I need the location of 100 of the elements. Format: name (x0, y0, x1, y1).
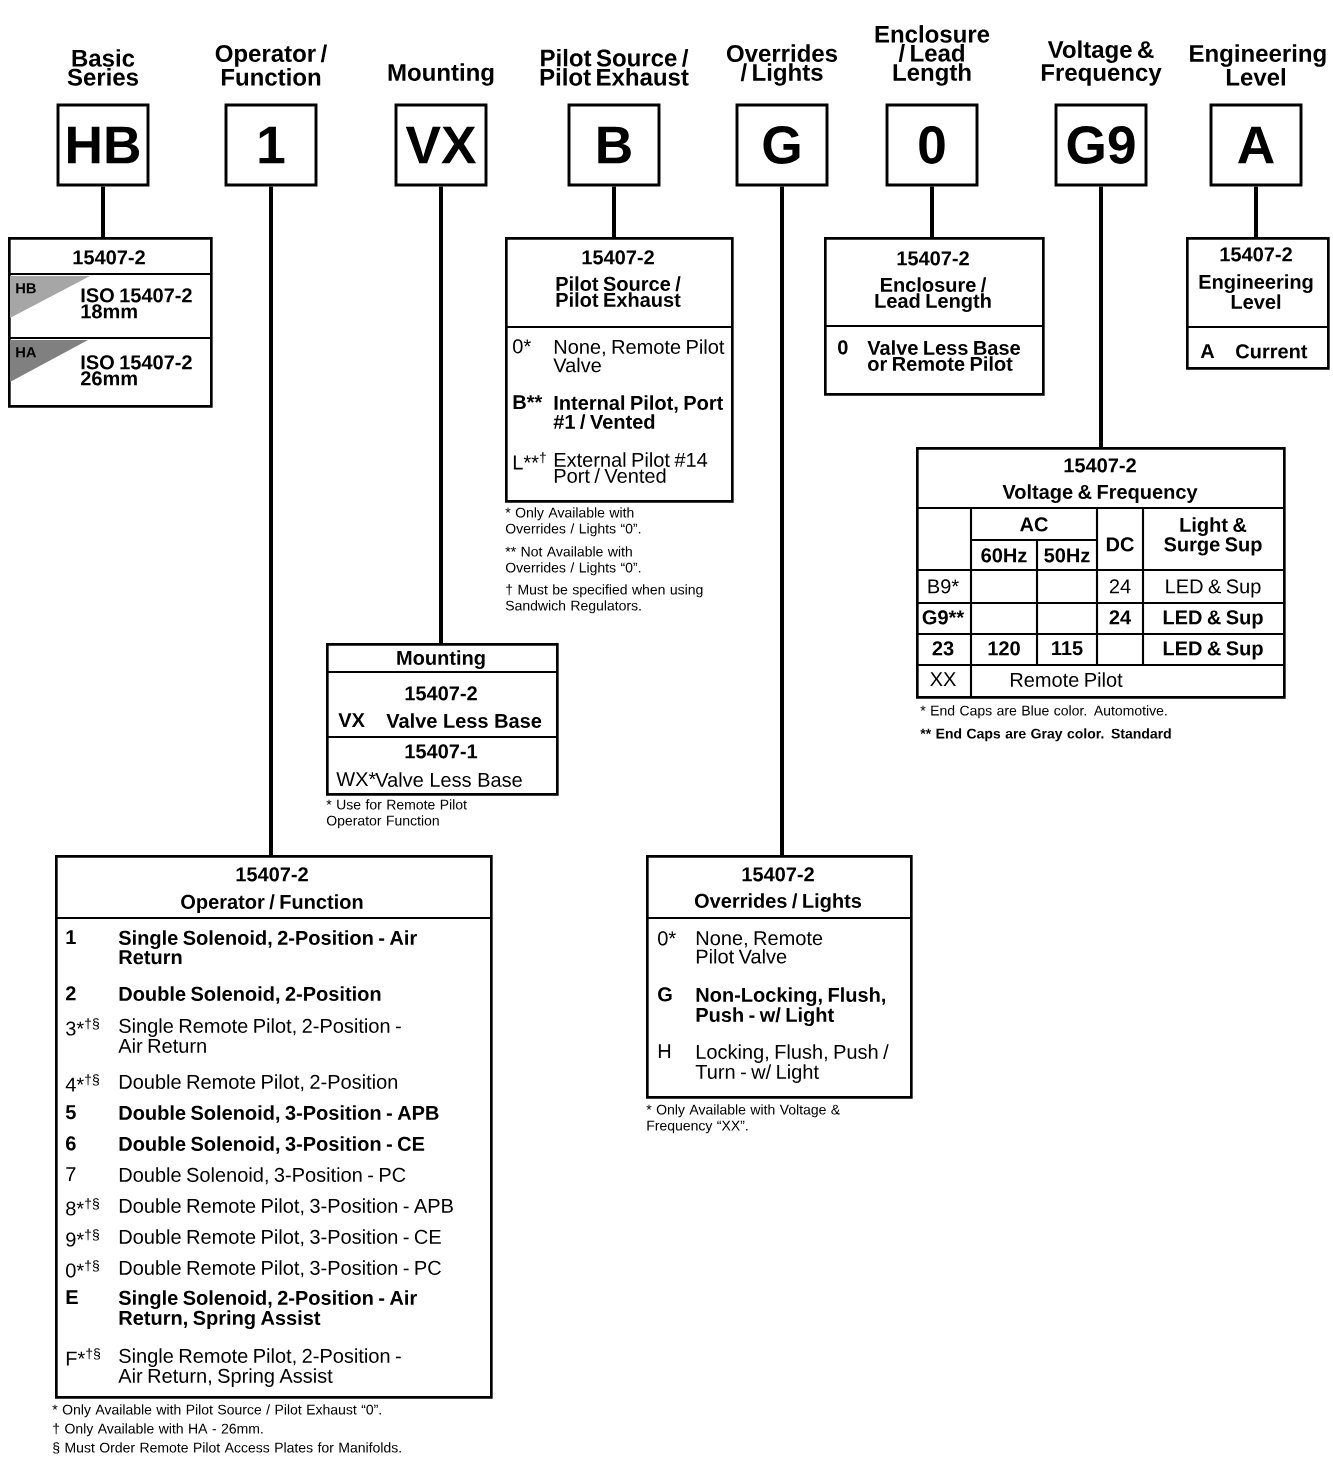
table-heading: Engineering Level (1199, 274, 1313, 309)
table-heading: 15407-2 (236, 867, 308, 882)
option-description: Double Solenoid, 3-Position - CE (119, 1136, 425, 1154)
option-description: Double Remote Pilot, 3-Position - CE (119, 1229, 441, 1247)
footnote: * Only Available with Pilot Source / Pilot Exhaust “0”. (52, 1404, 381, 1418)
table-cell: 60Hz (981, 548, 1027, 563)
option-code: L**$^{†}$ (513, 452, 546, 470)
table-heading: 15407-2 (897, 251, 969, 266)
table-heading: Enclosure / Lead Length (875, 277, 991, 312)
table-cell: Light & Surge Sup (1164, 517, 1262, 556)
option-code: H (658, 1044, 671, 1059)
table-heading: Overrides / Lights (694, 893, 862, 912)
option-code: 5 (65, 1105, 76, 1120)
field-heading: Enclosure / Lead Length (875, 25, 990, 86)
table-cell: LED & Sup (1163, 610, 1263, 629)
footnote: * Use for Remote Pilot Operator Function (326, 799, 467, 829)
option-description: Valve Less Base or Remote Pilot (867, 340, 1020, 371)
field-heading: Overrides / Lights (726, 44, 838, 86)
table-cell: Remote Pilot (1010, 672, 1123, 687)
table-cell: DC (1106, 537, 1134, 552)
footnote: † Must be specified when using Sandwich Regulators. (505, 584, 703, 614)
option-code: G (658, 987, 672, 1002)
table-heading: 15407-1 (405, 744, 478, 759)
option-code: 4*$^{†§}$ (65, 1074, 99, 1092)
option-description: Locking, Flush, Push / Turn - w/ Light (695, 1044, 889, 1083)
field-heading: Engineering Level (1190, 44, 1326, 86)
footnote: * End Caps are Blue color. Automotive. (920, 705, 1167, 719)
option-description: None, Remote Pilot Valve (553, 339, 725, 373)
option-description: Single Solenoid, 2-Position - Air Return (118, 930, 417, 965)
option-description: Double Remote Pilot, 3-Position - APB (119, 1198, 453, 1216)
option-description: Valve Less Base (386, 713, 542, 728)
code-box: B (567, 103, 661, 187)
table-heading: 15407-2 (742, 867, 814, 882)
table-cell: 23 (932, 641, 954, 656)
option-code: VX (338, 713, 365, 728)
connector-line (1099, 186, 1103, 447)
table-cell: 120 (988, 641, 1020, 656)
option-description: Single Remote Pilot, 2-Position - Air Return (118, 1018, 401, 1053)
option-code: 0*$^{†§}$ (66, 1260, 99, 1278)
table-cell: XX (930, 672, 956, 687)
option-code: 9*$^{†§}$ (66, 1229, 99, 1247)
option-description: Non-Locking, Flush, Push - w/ Light (696, 987, 886, 1027)
option-code: 0* (658, 931, 676, 946)
field-heading: Operator / Function (215, 44, 327, 86)
connector-line (101, 186, 105, 237)
code-box: VX (394, 103, 488, 187)
table-cell: AC (1020, 517, 1048, 532)
option-code: 6 (66, 1136, 76, 1151)
connector-line (930, 186, 934, 237)
option-code: A (1200, 344, 1215, 359)
option-code: 7 (66, 1167, 76, 1182)
connector-line (612, 186, 616, 237)
option-code: B** (513, 395, 543, 410)
table-heading: 15407-2 (405, 686, 477, 701)
option-code: 8*$^{†§}$ (66, 1198, 99, 1216)
code-box: G (735, 103, 829, 187)
option-description: Double Solenoid, 3-Position - APB (119, 1105, 439, 1123)
option-description: Internal Pilot, Port #1 / Vented (553, 395, 724, 430)
field-heading: Basic Series (67, 49, 139, 86)
option-description: ISO 15407-2 26mm (80, 355, 192, 386)
code-box: A (1209, 103, 1303, 187)
option-code: 0 (838, 340, 848, 355)
field-heading: Voltage & Frequency (1041, 40, 1162, 86)
option-code: 3*$^{†§}$ (66, 1018, 99, 1036)
table-heading: 15407-2 (1220, 247, 1292, 262)
footnote: ** End Caps are Gray color. Standard (920, 728, 1171, 742)
table-cell: 24 (1109, 579, 1131, 594)
option-description: Current (1236, 344, 1308, 359)
option-description: ISO 15407-2 18mm (81, 288, 192, 319)
table-heading: Mounting (397, 650, 485, 669)
option-description: None, Remote Pilot Valve (696, 931, 823, 964)
option-code: E (66, 1290, 78, 1305)
option-code: HB (16, 283, 36, 294)
table-heading: 15407-2 (1064, 458, 1136, 473)
table-cell: B9* (928, 579, 959, 594)
option-code: 1 (66, 930, 76, 945)
table-cell: LED & Sup (1163, 641, 1263, 660)
option-description: Double Remote Pilot, 3-Position - PC (119, 1260, 441, 1278)
option-code: WX* (336, 772, 376, 787)
option-description: Single Solenoid, 2-Position - Air Return, Spring Assist (118, 1290, 417, 1330)
connector-line (439, 186, 443, 643)
footnote: ** Not Available with Overrides / Lights “0”. (505, 546, 641, 576)
option-description: Double Remote Pilot, 2-Position (119, 1074, 398, 1092)
option-code: F*$^{†§}$ (66, 1348, 101, 1366)
code-box: 1 (224, 103, 318, 187)
table-heading: Pilot Source / Pilot Exhaust (556, 276, 681, 307)
footnote: † Only Available with HA - 26mm. (53, 1423, 263, 1437)
field-heading: Pilot Source / Pilot Exhaust (540, 48, 689, 86)
table-heading: 15407-2 (582, 250, 654, 265)
code-box: G9 (1054, 103, 1148, 187)
option-code: 0* (513, 339, 531, 354)
option-description: Valve Less Base (375, 772, 522, 787)
option-description: Double Solenoid, 2-Position (119, 986, 381, 1004)
table-cell: 24 (1109, 610, 1131, 625)
option-description: Double Solenoid, 3-Position - PC (119, 1167, 406, 1185)
table-cell: G9** (922, 610, 965, 625)
field-heading: Mounting (388, 63, 494, 86)
table-cell: LED & Sup (1166, 579, 1261, 598)
footnote: § Must Order Remote Pilot Access Plates for Manifolds. (53, 1442, 401, 1454)
footnote: * Only Available with Overrides / Lights “0”. (505, 507, 641, 537)
